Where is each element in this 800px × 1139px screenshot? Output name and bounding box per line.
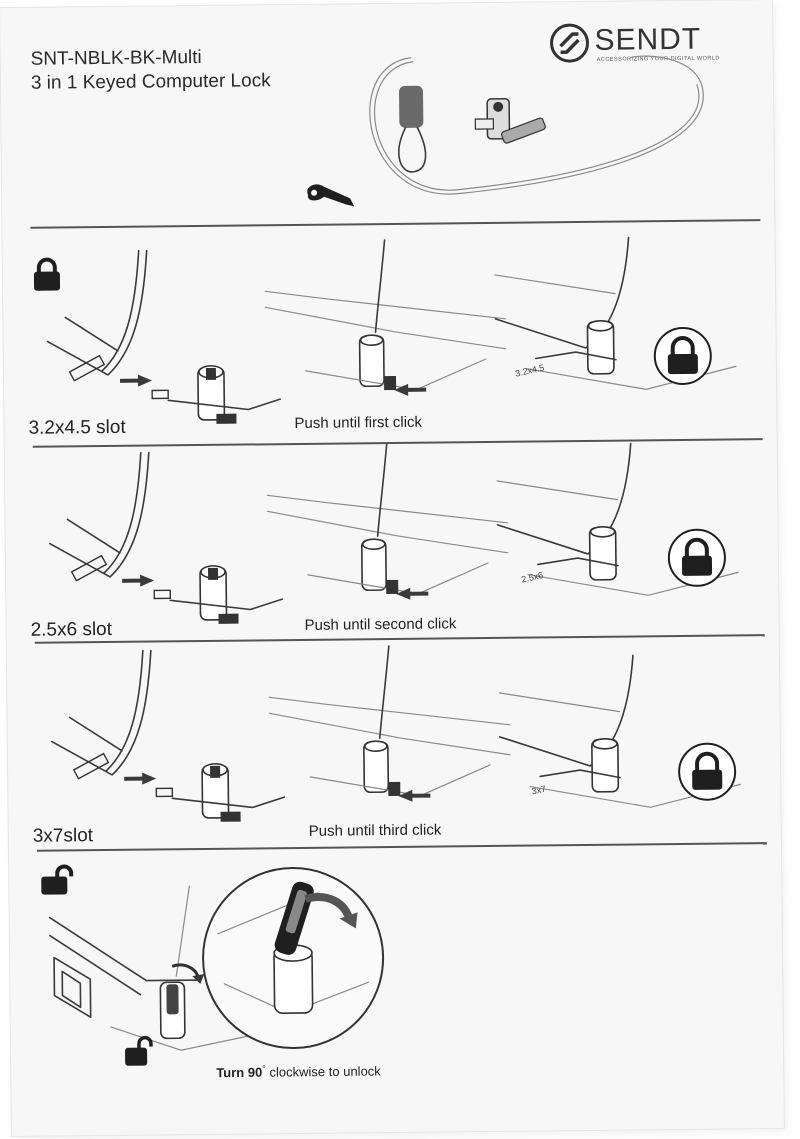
model-number: SNT-NBLK-BK-Multi <box>30 46 202 70</box>
step3-illustration-insert <box>50 649 286 822</box>
unlock-instruction-prefix: Turn 90 <box>216 1064 263 1081</box>
step1-caption: Push until first click <box>294 413 423 433</box>
step3-illustration-push <box>268 645 511 802</box>
step1-slot-marking: 3.2x4.5 <box>514 362 545 378</box>
brand-mark-icon <box>550 23 590 63</box>
unlock-instruction-suffix: clockwise to unlock <box>265 1063 381 1080</box>
product-illustration <box>369 55 704 195</box>
instruction-sheet: SNT-NBLK-BK-Multi 3 in 1 Keyed Computer … <box>28 18 767 1081</box>
unlock-instruction: Turn 90° clockwise to unlock <box>216 1062 381 1080</box>
product-name: 3 in 1 Keyed Computer Lock <box>30 70 271 94</box>
divider-1 <box>30 219 761 229</box>
step1-illustration-push <box>264 239 507 396</box>
step2-illustration-push <box>266 443 509 600</box>
padlock-open-circle-icon <box>125 1035 153 1066</box>
lock-head-icon <box>474 98 546 144</box>
divider-4 <box>36 842 767 852</box>
step3-caption: Push until third click <box>308 821 442 840</box>
step3-slot-label: 3x7slot <box>32 825 94 847</box>
step3-illustration-locked: 3x7 <box>498 654 741 808</box>
step2-illustration-locked: 2.5x6 <box>496 442 739 596</box>
padlock-closed-circle-icon <box>678 742 737 801</box>
step1-illustration-insert <box>46 249 282 424</box>
step2-illustration-insert <box>48 451 284 624</box>
unlock-detail-magnifier <box>202 867 385 1050</box>
step1-slot-label: 3.2x4.5 slot <box>28 416 126 439</box>
step2-slot-label: 2.5x6 slot <box>30 618 113 641</box>
divider-3 <box>34 634 765 644</box>
padlock-closed-circle-icon <box>667 528 726 587</box>
step3-slot-marking: 3x7 <box>531 784 547 797</box>
padlock-closed-circle-icon <box>653 326 712 385</box>
header: SNT-NBLK-BK-Multi 3 in 1 Keyed Computer … <box>31 45 271 96</box>
step2-caption: Push until second click <box>304 615 457 634</box>
key-icon <box>307 184 355 207</box>
padlock-closed-icon <box>33 257 61 291</box>
step1-illustration-locked: 3.2x4.5 <box>494 236 737 390</box>
brand-logo: SENDT ACCESSORIZING YOUR DIGITAL WORLD <box>548 18 749 72</box>
unlock-illustration-laptop <box>48 885 252 1051</box>
key-icon <box>274 881 314 955</box>
padlock-open-icon <box>41 864 74 895</box>
step2-slot-marking: 2.5x6 <box>520 570 544 585</box>
